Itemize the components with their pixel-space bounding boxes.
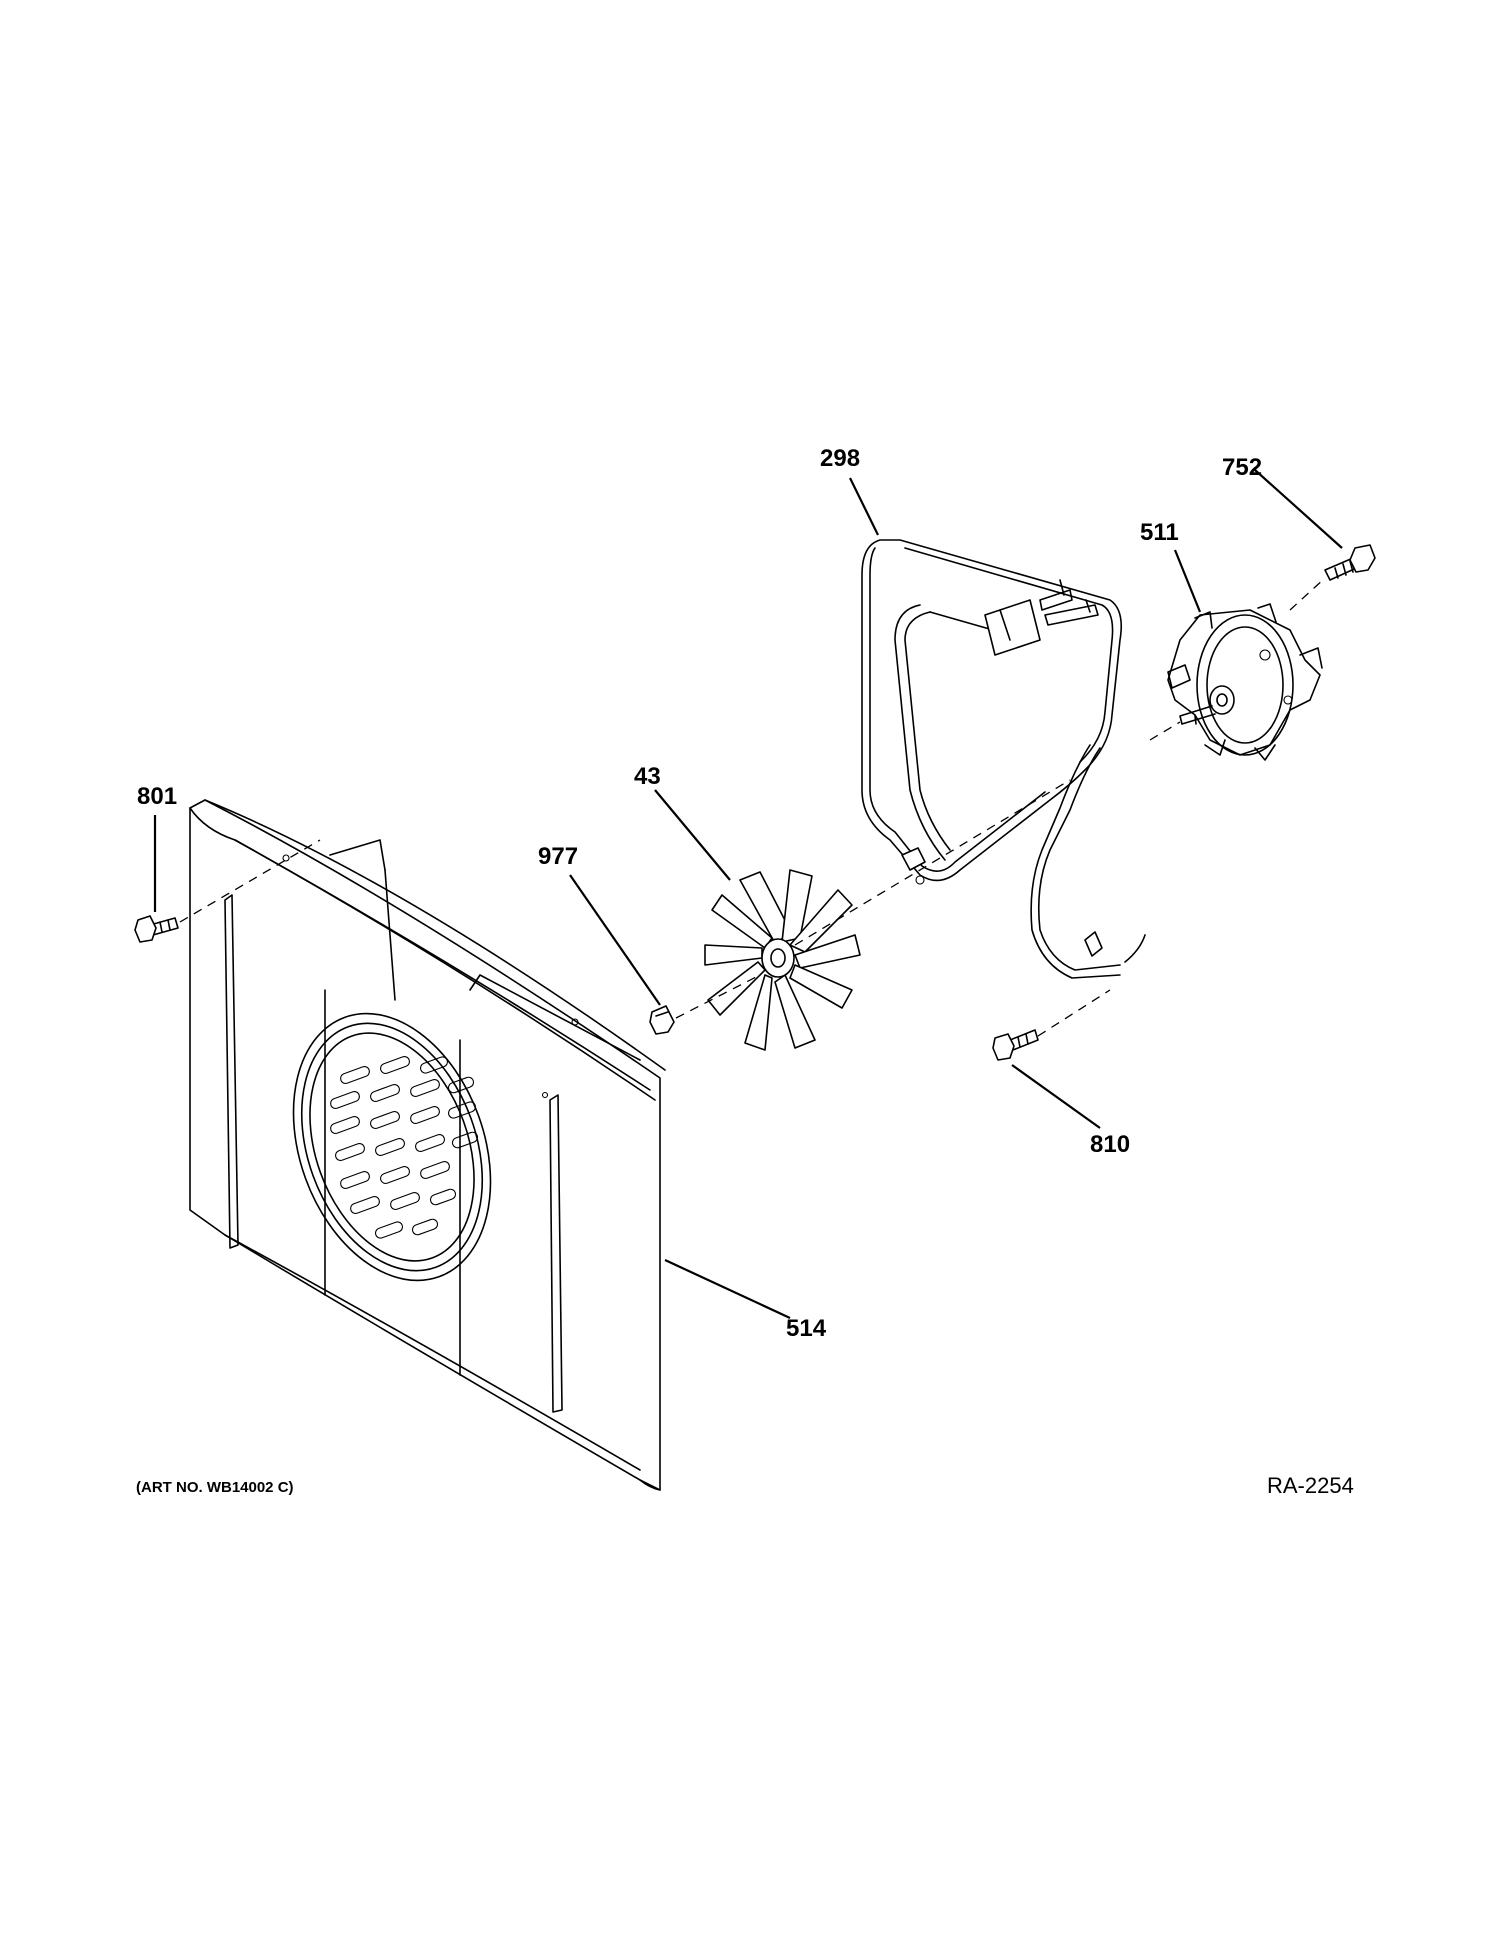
fan-blade-43 xyxy=(704,869,861,1051)
back-panel-514 xyxy=(189,799,666,1491)
reference-code: RA-2254 xyxy=(1267,1473,1354,1498)
nut-977 xyxy=(649,1005,675,1035)
callout-801: 801 xyxy=(137,783,177,810)
callout-43: 43 xyxy=(634,763,661,790)
leader-lines xyxy=(153,469,1343,1319)
screw-752 xyxy=(1324,544,1376,581)
callout-511: 511 xyxy=(1140,519,1179,546)
callout-298: 298 xyxy=(820,445,860,472)
motor-511 xyxy=(1167,603,1323,761)
heating-element-298 xyxy=(861,539,1146,979)
art-number: (ART NO. WB14002 C) xyxy=(136,1479,294,1496)
callout-752: 752 xyxy=(1222,454,1262,481)
callout-514: 514 xyxy=(786,1315,827,1342)
callout-810: 810 xyxy=(1090,1131,1130,1158)
callout-977: 977 xyxy=(538,843,578,870)
screw-810 xyxy=(992,1029,1039,1061)
screw-801 xyxy=(134,915,179,943)
assembly-lines xyxy=(179,577,1326,1037)
